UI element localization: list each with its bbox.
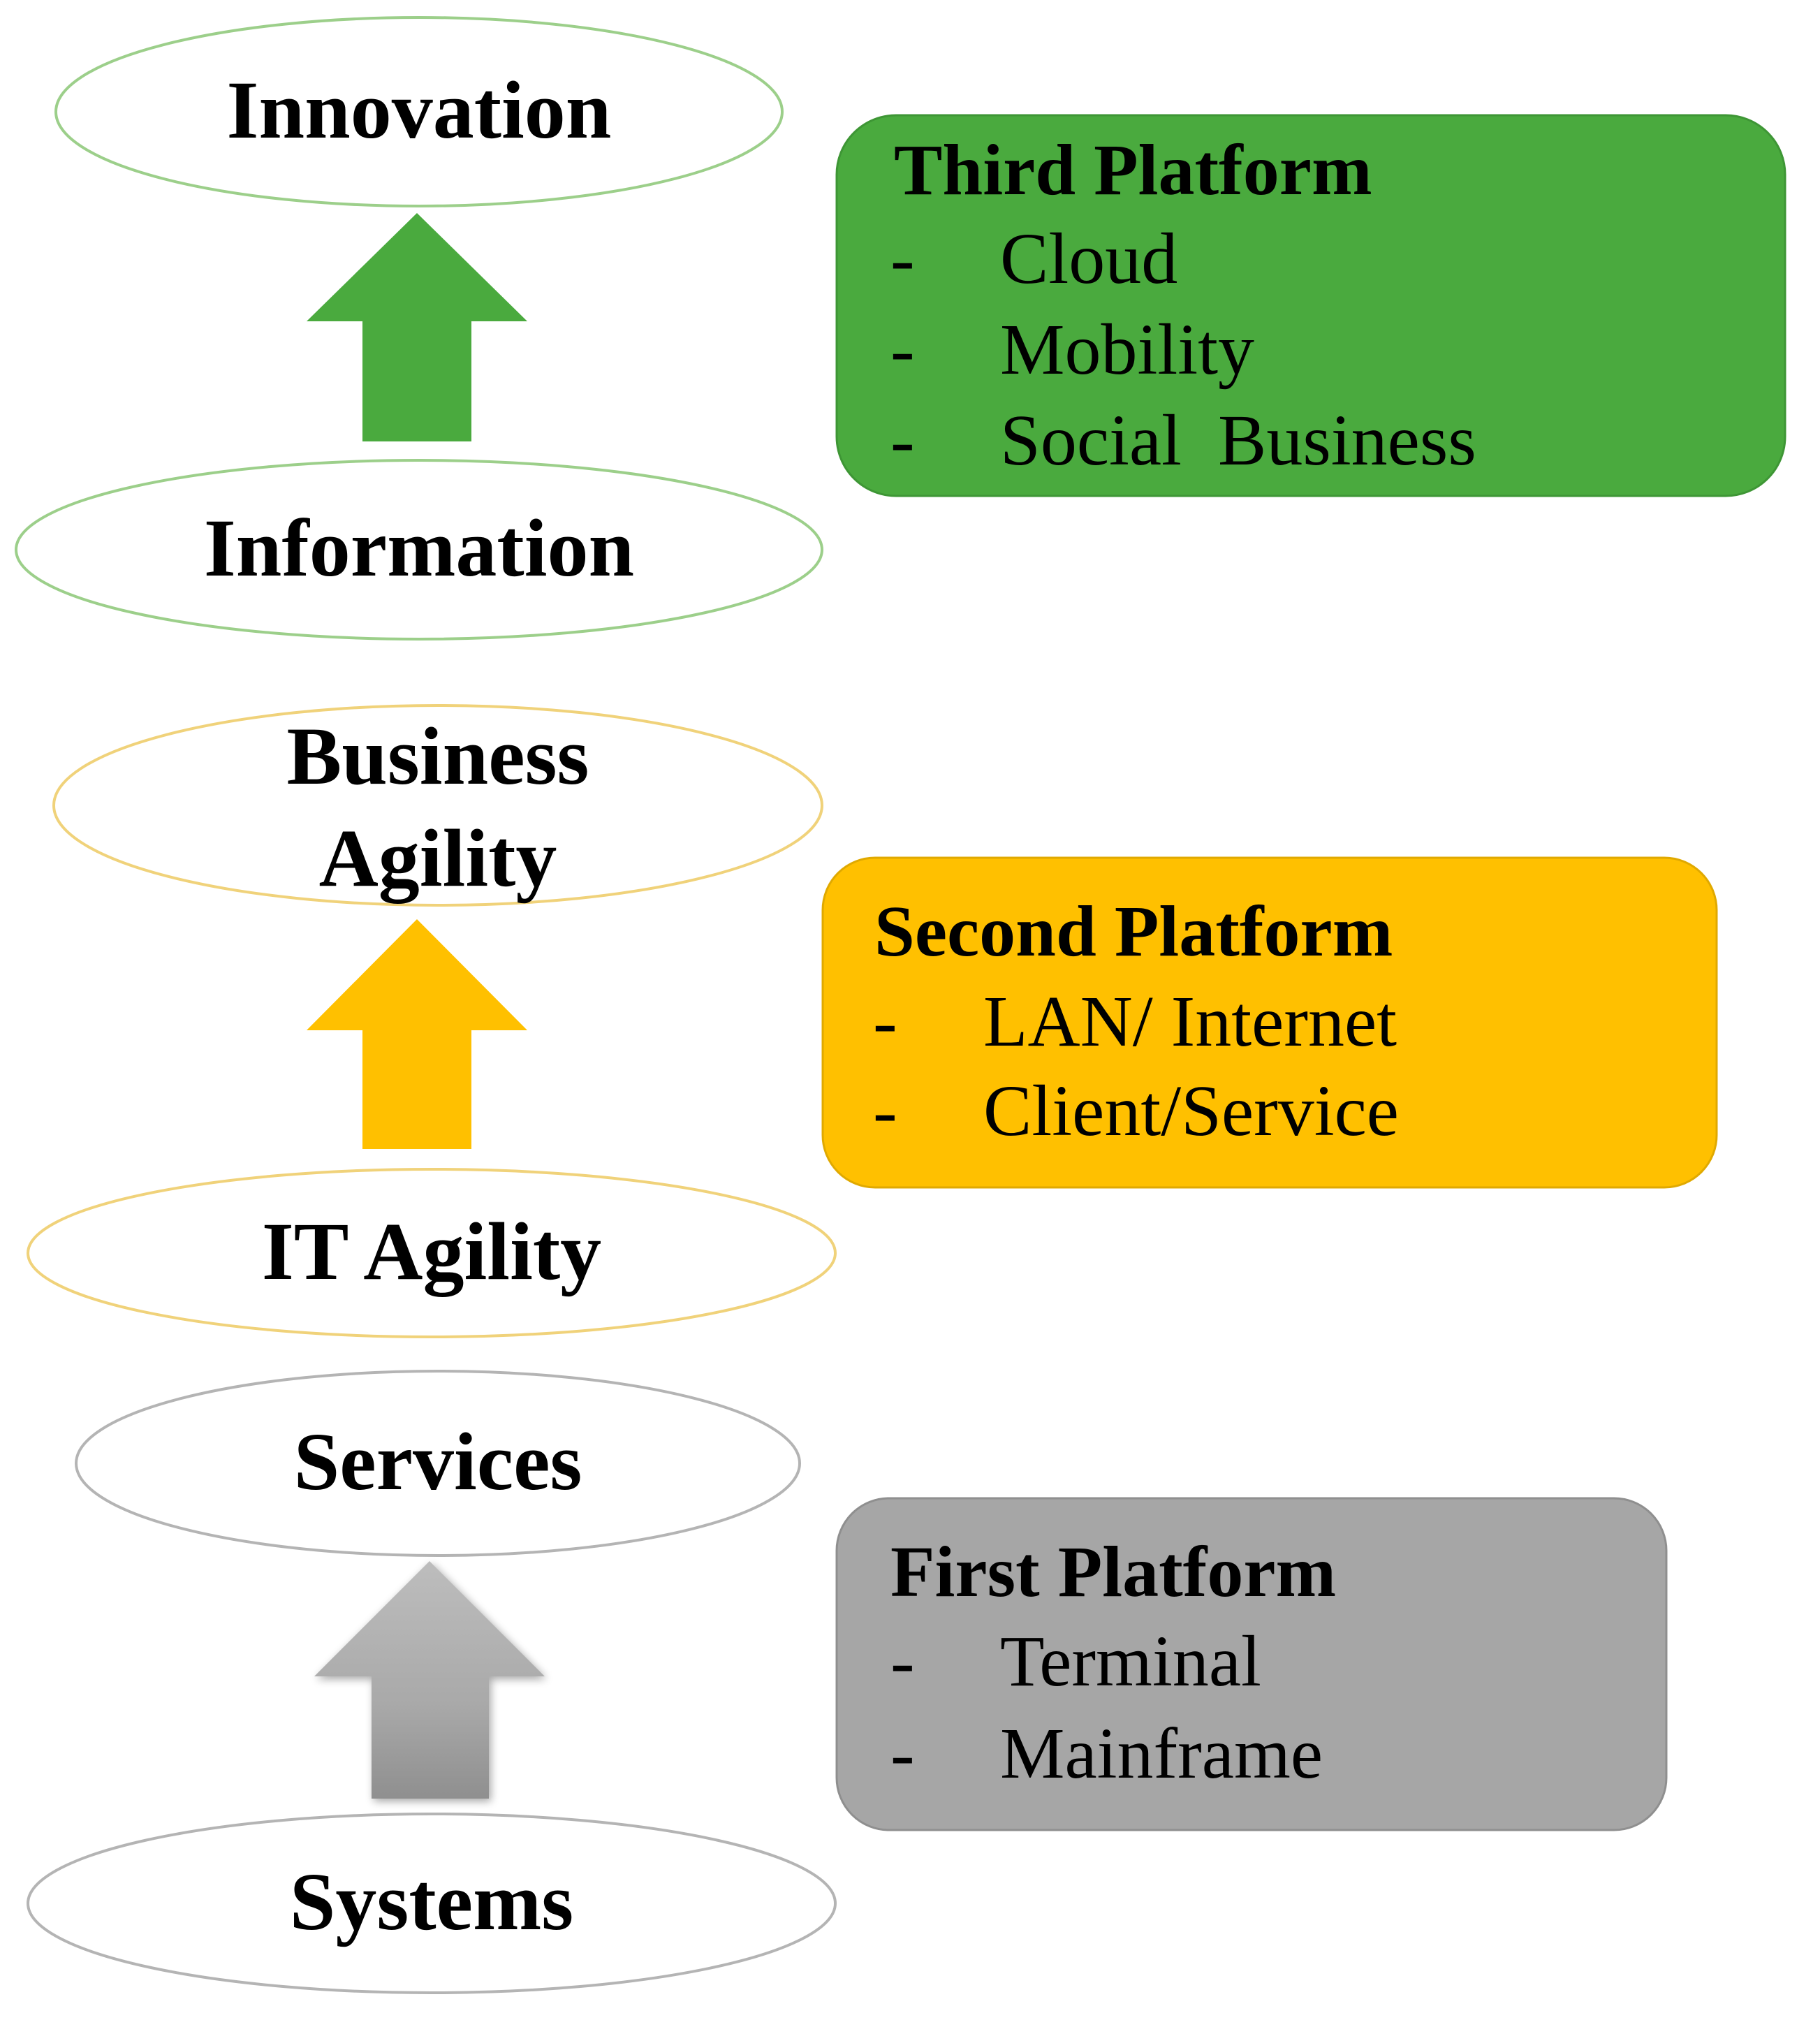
- systems-label: Systems: [290, 1856, 573, 1947]
- business-agility-label-line1: Business: [287, 710, 589, 802]
- third-platform-bullet-3: -: [890, 400, 915, 481]
- it-agility-ellipse: [27, 1168, 837, 1338]
- systems-ellipse: [27, 1813, 837, 1994]
- first-platform-item-terminal: Terminal: [1000, 1621, 1261, 1702]
- first-platform-title: First Platform: [890, 1532, 1336, 1612]
- second-platform-bullet-2: -: [873, 1071, 897, 1151]
- third-platform-item-mobility: Mobility: [1000, 309, 1254, 390]
- third-platform-bullet-2: -: [890, 309, 915, 390]
- first-platform-box: [835, 1497, 1668, 1831]
- innovation-ellipse: [54, 16, 784, 207]
- gray-up-arrow: [314, 1561, 545, 1799]
- services-ellipse: [75, 1370, 801, 1557]
- business-agility-ellipse: [52, 704, 823, 907]
- second-platform-item-client-service: Client/Service: [983, 1071, 1399, 1151]
- information-label: Information: [204, 502, 634, 594]
- information-ellipse: [15, 459, 823, 641]
- first-platform-bullet-2: -: [890, 1713, 915, 1794]
- second-platform-box: [821, 856, 1718, 1189]
- third-platform-item-social-business: Social Business: [1000, 400, 1476, 481]
- second-platform-item-lan-internet: LAN/ Internet: [983, 981, 1397, 1062]
- third-platform-box: [835, 114, 1786, 497]
- services-label: Services: [294, 1416, 582, 1507]
- it-agility-label: IT Agility: [262, 1206, 601, 1297]
- third-platform-bullet-1: -: [890, 219, 915, 299]
- third-platform-title: Third Platform: [894, 130, 1372, 210]
- third-platform-item-cloud: Cloud: [1000, 219, 1177, 299]
- innovation-label: Innovation: [227, 64, 612, 156]
- first-platform-item-mainframe: Mainframe: [1000, 1713, 1323, 1794]
- second-platform-bullet-1: -: [873, 981, 897, 1062]
- first-platform-bullet-1: -: [890, 1621, 915, 1702]
- green-up-arrow: [307, 213, 527, 441]
- business-agility-label-line2: Agility: [319, 812, 557, 904]
- second-platform-title: Second Platform: [874, 891, 1393, 972]
- yellow-up-arrow: [307, 919, 527, 1149]
